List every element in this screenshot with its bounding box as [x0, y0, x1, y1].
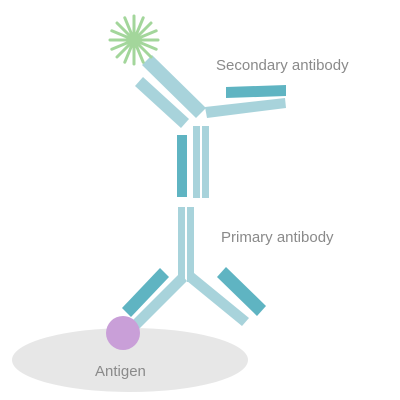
secondary-light-chain-vertical	[177, 135, 187, 197]
starburst-ray	[123, 38, 136, 64]
primary-antibody-label: Primary antibody	[221, 229, 334, 246]
starburst-ray	[132, 38, 145, 64]
starburst-center	[130, 36, 138, 44]
starburst-ray	[132, 38, 153, 59]
starburst-ray	[110, 29, 136, 42]
cell-surface	[12, 328, 248, 392]
starburst-ray	[123, 16, 136, 42]
secondary-antibody-label: Secondary antibody	[216, 57, 349, 74]
secondary-light-chain-horizontal	[226, 85, 286, 98]
secondary-heavy-chain-upper-arm	[142, 55, 206, 118]
primary-light-chain-right	[217, 267, 266, 316]
primary-light-chain-left	[122, 268, 169, 317]
primary-heavy-chain-right-arm	[187, 273, 249, 326]
primary-heavy-chain-left-stem	[178, 207, 185, 282]
starburst-ray	[132, 21, 153, 42]
secondary-heavy-chain-lower-arm	[135, 77, 189, 128]
secondary-heavy-chain-right-stem	[202, 126, 209, 198]
secondary-heavy-chain-left-stem	[193, 126, 200, 198]
antigen-circle	[106, 316, 140, 350]
starburst-ray	[132, 38, 158, 51]
primary-antibody	[122, 207, 266, 331]
starburst-ray	[115, 38, 136, 59]
antigen-label: Antigen	[95, 363, 146, 380]
secondary-heavy-chain-horizontal-arm	[205, 98, 286, 118]
primary-heavy-chain-left-arm	[130, 273, 187, 331]
starburst-ray	[115, 21, 136, 42]
starburst-ray	[132, 29, 158, 42]
starburst-icon	[108, 14, 160, 66]
secondary-antibody	[135, 55, 286, 198]
primary-heavy-chain-right-stem	[187, 207, 194, 282]
starburst-ray	[132, 16, 145, 42]
starburst-ray	[110, 38, 136, 51]
